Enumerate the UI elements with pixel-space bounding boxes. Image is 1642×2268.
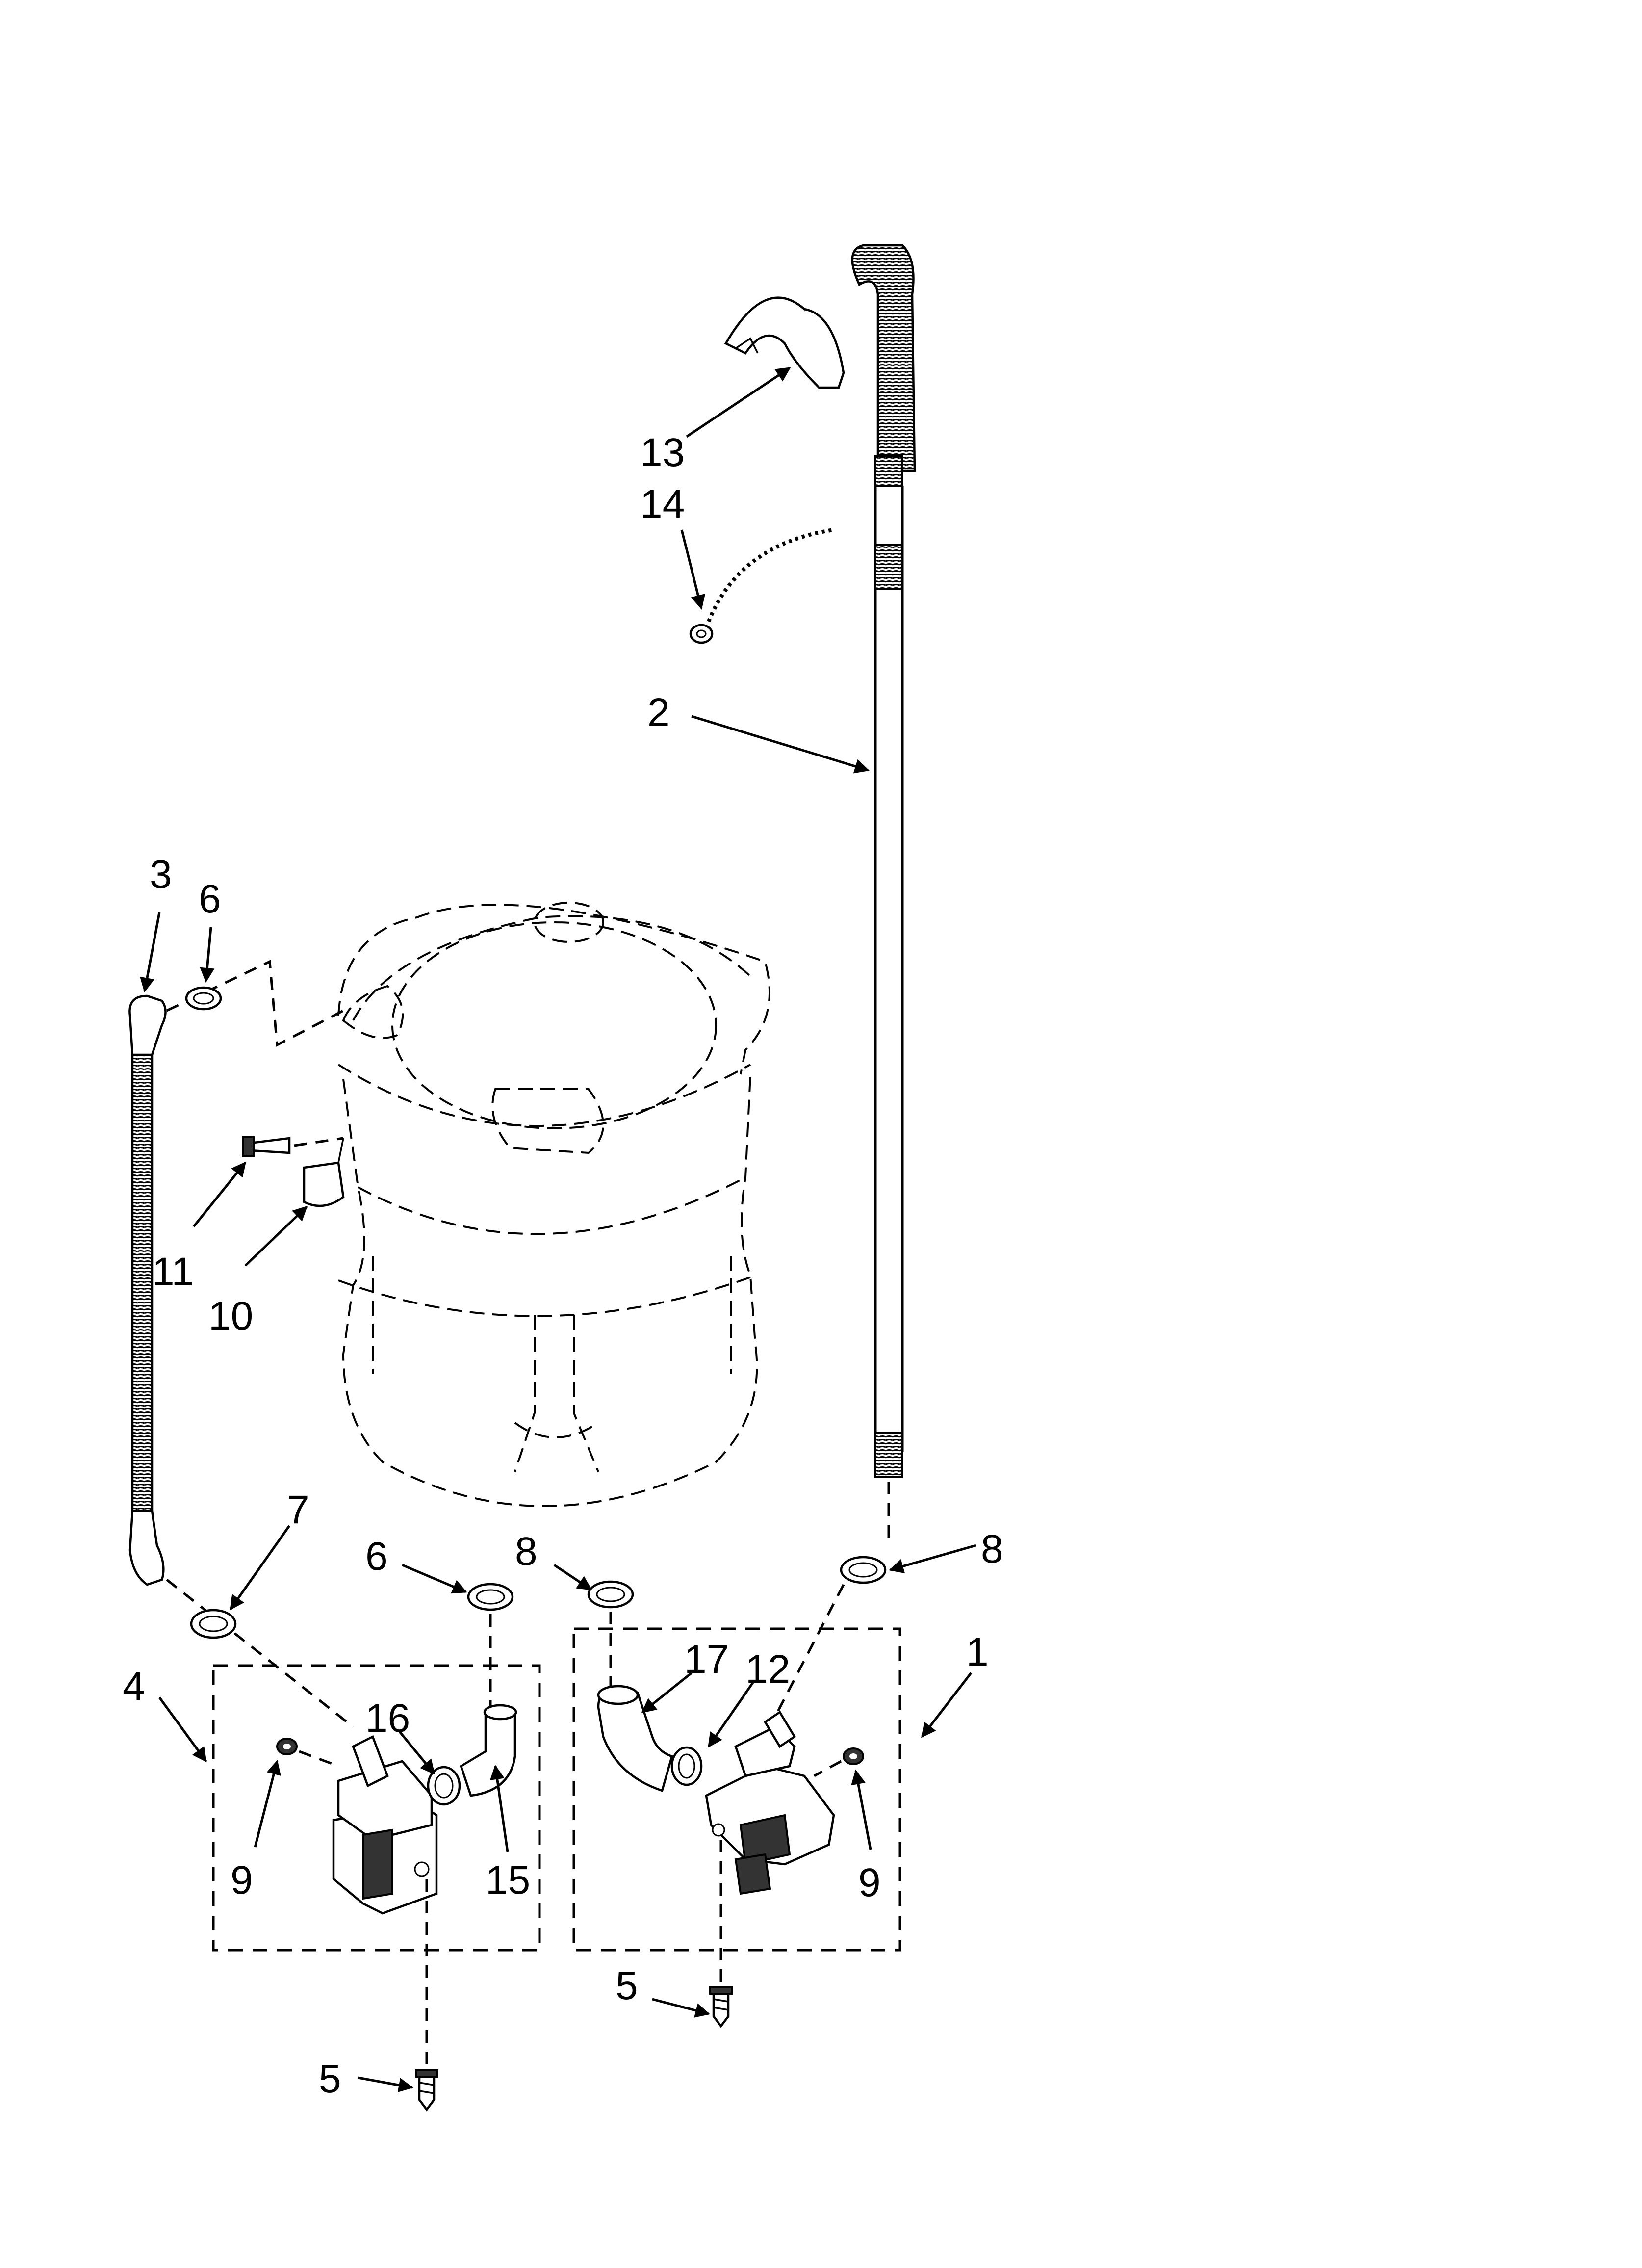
clamp-12 bbox=[670, 1746, 703, 1786]
elbow-17 bbox=[597, 1685, 673, 1792]
callout-7: 7 bbox=[287, 1487, 309, 1532]
grommet-9-left bbox=[276, 1738, 339, 1768]
callout-1: 1 bbox=[966, 1630, 989, 1674]
leader-lines bbox=[140, 366, 976, 2092]
callout-6-top: 6 bbox=[199, 877, 221, 921]
callout-6-bottom: 6 bbox=[365, 1534, 388, 1579]
hose-clamp-top bbox=[185, 986, 222, 1011]
drain-hose bbox=[851, 244, 916, 1540]
callout-14: 14 bbox=[640, 482, 685, 526]
hose-clamp-6 bbox=[467, 1583, 514, 1707]
hose-clip bbox=[724, 296, 845, 389]
grommet-9-right bbox=[813, 1747, 864, 1777]
callout-11: 11 bbox=[152, 1250, 194, 1294]
callout-9-right: 9 bbox=[858, 1860, 881, 1905]
callout-13: 13 bbox=[640, 430, 685, 475]
callout-labels: 13 14 2 3 6 11 10 7 6 8 8 1 4 17 12 16 9… bbox=[123, 430, 1003, 2101]
callout-5-left: 5 bbox=[319, 2057, 341, 2101]
tie-strap bbox=[689, 528, 834, 644]
clamp-16 bbox=[427, 1766, 461, 1806]
group-box-4 bbox=[212, 1664, 541, 1952]
screw-5-right bbox=[709, 1986, 733, 2028]
screw-5-left bbox=[415, 2069, 438, 2112]
screw-11 bbox=[242, 1136, 344, 1157]
hose-clamp-8-right bbox=[773, 1556, 887, 1718]
callout-10: 10 bbox=[208, 1294, 253, 1338]
clip-10 bbox=[303, 1138, 345, 1207]
callout-8-right: 8 bbox=[981, 1527, 1003, 1571]
callout-15: 15 bbox=[486, 1858, 530, 1903]
callout-8-left: 8 bbox=[515, 1529, 538, 1574]
hose-clamp-8-left bbox=[587, 1580, 634, 1695]
callout-4: 4 bbox=[123, 1664, 145, 1709]
callout-9-left: 9 bbox=[231, 1858, 253, 1903]
pump-assembly-left bbox=[332, 1735, 438, 2075]
elbow-15 bbox=[460, 1704, 517, 1797]
callout-12: 12 bbox=[745, 1647, 790, 1692]
callout-3: 3 bbox=[150, 852, 172, 897]
hose-clamp-7 bbox=[190, 1609, 237, 1639]
callout-17: 17 bbox=[684, 1637, 729, 1682]
callout-5-right: 5 bbox=[616, 1963, 638, 2008]
washer-tub-outline bbox=[337, 902, 770, 1507]
pump-assembly-right bbox=[705, 1710, 835, 1992]
callout-16: 16 bbox=[365, 1696, 410, 1741]
tub-hose bbox=[128, 960, 354, 1728]
callout-2: 2 bbox=[647, 690, 670, 735]
group-box-1 bbox=[572, 1627, 901, 1952]
